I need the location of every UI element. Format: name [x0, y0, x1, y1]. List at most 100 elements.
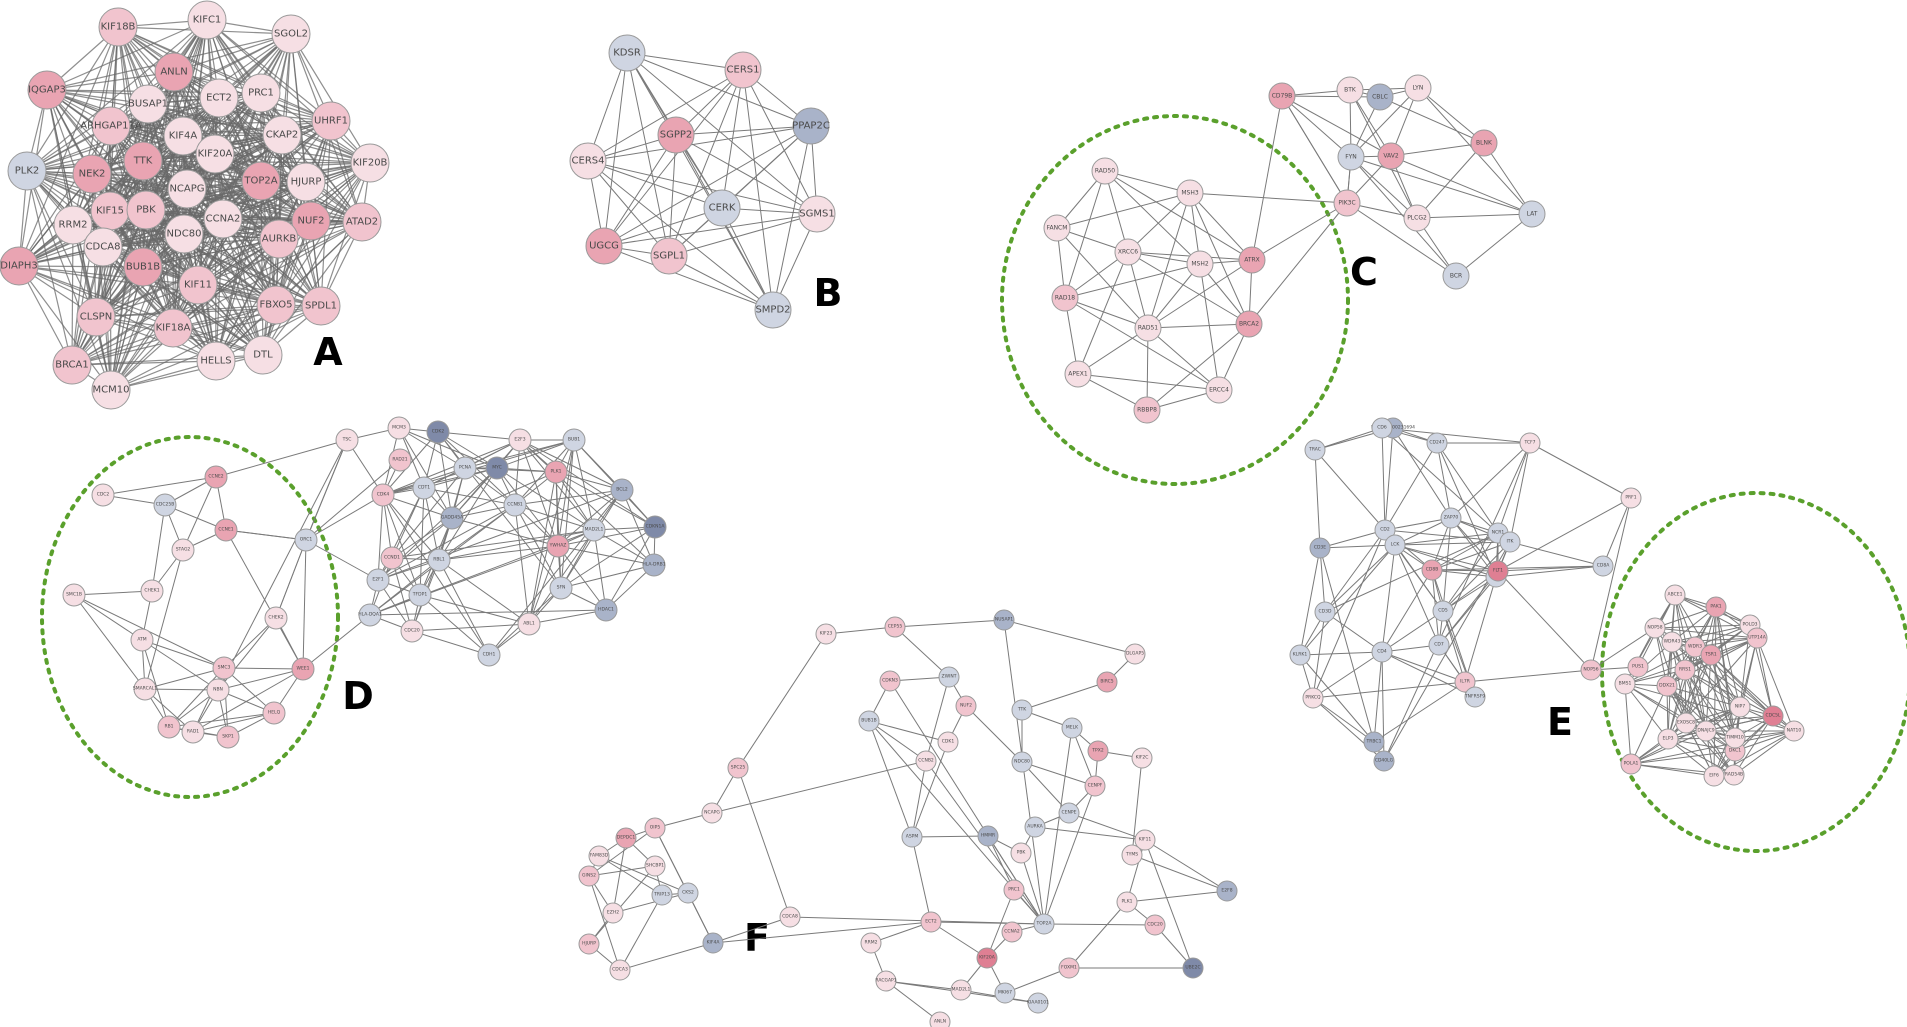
- edge-c: [1281, 95, 1348, 204]
- node-a-sgol2: SGOL2: [271, 14, 311, 54]
- node-f-cdk1: CDK1: [937, 731, 959, 753]
- node-label: RRM2: [59, 220, 88, 231]
- node-circle: [779, 906, 801, 928]
- edge-a: [173, 33, 292, 73]
- node-f-ezh2: EZH2: [602, 902, 624, 924]
- edge-e: [1497, 442, 1531, 534]
- node-a-rrm2: RRM2: [53, 205, 93, 245]
- edge-d: [217, 617, 277, 691]
- node-circle: [727, 757, 749, 779]
- node-label: CD40LG: [1375, 758, 1394, 764]
- node-circle: [1627, 656, 1649, 678]
- node-d-cdkn1a: CDKN1A: [643, 515, 667, 539]
- edge-e: [1299, 654, 1375, 743]
- node-label: PRC1: [1008, 887, 1020, 893]
- node-circle: [52, 345, 92, 385]
- edge-e: [1685, 654, 1712, 724]
- edge-e: [1715, 606, 1736, 739]
- node-circle: [594, 598, 618, 622]
- edge-a: [71, 224, 74, 366]
- node-c-xrcc6: XRCC6: [1114, 238, 1142, 266]
- node-circle: [1058, 802, 1080, 824]
- edge-c: [1146, 323, 1250, 411]
- node-label: RAD18: [1055, 295, 1075, 302]
- node-e-cd2: CD2: [1374, 519, 1396, 541]
- node-label: PRC1: [248, 88, 274, 99]
- node-d-wee1: WEE1: [291, 657, 315, 681]
- edge-e: [1431, 541, 1511, 571]
- node-label: NCR1: [1492, 530, 1505, 536]
- node-circle: [1442, 262, 1470, 290]
- node-circle: [241, 161, 281, 201]
- node-e-cd7: CD7: [1428, 634, 1450, 656]
- node-circle: [157, 715, 181, 739]
- node-label: DLGAP5: [1126, 651, 1144, 657]
- node-label: ABL1: [523, 621, 535, 627]
- node-e-flt1: FLT1: [1487, 560, 1509, 582]
- node-circle: [1675, 712, 1697, 734]
- node-label: CDCA3: [612, 967, 628, 973]
- node-circle: [517, 612, 541, 636]
- node-f-kif23: KIF23: [815, 623, 837, 645]
- edge-e: [1667, 738, 1736, 752]
- node-label: NUF2: [960, 703, 972, 709]
- edge-f: [868, 720, 949, 743]
- edge-d: [557, 545, 607, 611]
- edge-f: [1144, 839, 1194, 969]
- edge-a: [183, 181, 307, 235]
- edge-e: [1509, 442, 1531, 543]
- node-e-pus1: PUS1: [1627, 656, 1649, 678]
- edge-a: [102, 246, 217, 362]
- edge-c: [1379, 96, 1485, 144]
- node-circle: [549, 576, 573, 600]
- edge-a: [71, 238, 280, 366]
- node-label: CD3E: [1314, 545, 1326, 551]
- edge-d: [593, 529, 607, 611]
- node-label: NAT10: [1787, 728, 1802, 734]
- node-label: YWHAZ: [549, 543, 567, 549]
- node-label: APEX1: [1068, 371, 1088, 378]
- node-label: CD247: [1429, 440, 1444, 446]
- edge-d: [411, 630, 490, 656]
- node-circle: [126, 190, 166, 230]
- edge-d: [302, 614, 371, 670]
- node-label: KIFC1: [193, 15, 222, 26]
- node-f-cenpe: CENPE: [1058, 802, 1080, 824]
- node-c-bcr: BCR: [1442, 262, 1470, 290]
- edge-d: [151, 504, 166, 592]
- node-a-spdl1: SPDL1: [301, 286, 341, 326]
- edge-e: [1299, 547, 1321, 656]
- node-f-foxm1: FOXM1: [1058, 957, 1080, 979]
- node-circle: [1186, 250, 1214, 278]
- node-circle: [83, 227, 123, 267]
- node-f-racgap1: RACGAP1: [875, 970, 897, 992]
- node-f-cenpf: CENPF: [1084, 775, 1106, 797]
- node-circle: [388, 448, 412, 472]
- node-label: TOP2A: [243, 176, 277, 187]
- node-label: KIF4A: [169, 131, 198, 142]
- edge-e: [1450, 442, 1531, 519]
- node-circle: [1116, 891, 1138, 913]
- node-label: KIF4A: [707, 940, 721, 946]
- node-circle: [164, 214, 204, 254]
- edge-d: [519, 439, 623, 491]
- edge-d: [438, 559, 530, 625]
- edge-f: [870, 921, 932, 944]
- node-label: CCNB2: [918, 758, 934, 764]
- node-circle: [301, 286, 341, 326]
- edge-f: [588, 865, 656, 945]
- node-circle: [1131, 747, 1153, 769]
- edge-f: [1021, 761, 1070, 814]
- node-label: SGMS1: [799, 209, 834, 220]
- edge-e: [1431, 565, 1604, 571]
- node-c-msh2: MSH2: [1186, 250, 1214, 278]
- node-label: ARHGAP11A: [80, 121, 142, 132]
- edge-d: [102, 476, 217, 496]
- node-label: DNAJC9: [1697, 728, 1714, 734]
- node-f-rrm2: RRM2: [860, 932, 882, 954]
- edge-e: [1384, 517, 1452, 531]
- node-d-e2f3: E2F3: [508, 428, 532, 452]
- edge-e: [1373, 681, 1466, 743]
- node-d-atm: ATM: [130, 628, 154, 652]
- node-circle: [1337, 143, 1365, 171]
